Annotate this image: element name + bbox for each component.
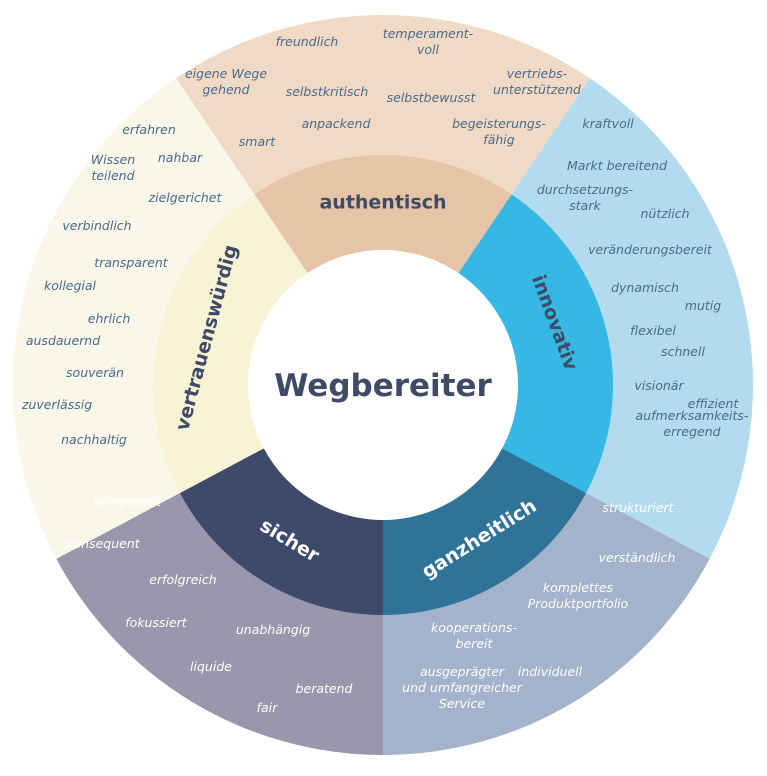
keyword: strukturiert — [603, 500, 675, 515]
keyword: liquide — [190, 659, 232, 674]
center-hub: Wegbereiter — [248, 250, 518, 520]
keyword: ehrlich — [88, 311, 131, 326]
keyword: schnell — [661, 344, 705, 359]
keyword: kraftvoll — [582, 116, 634, 131]
keyword: souverän — [66, 365, 124, 380]
keyword: kompetent — [93, 494, 162, 509]
keyword: fair — [257, 700, 279, 715]
segment-label-0: authentisch — [319, 192, 446, 214]
center-circle — [248, 250, 518, 520]
keyword: ausdauernd — [26, 333, 100, 348]
keyword: unabhängig — [236, 622, 310, 637]
keyword: freundlich — [276, 34, 339, 49]
keyword: erfolgreich — [149, 572, 216, 587]
keyword: begeisterungs-fähig — [452, 116, 546, 147]
keyword: mutig — [685, 298, 721, 313]
keyword: individuell — [518, 664, 583, 679]
keyword: verständlich — [599, 550, 676, 565]
keyword: nützlich — [640, 206, 689, 221]
keyword: effizient — [688, 396, 740, 411]
keyword: beratend — [296, 681, 353, 696]
keyword: vertriebs-unterstützend — [493, 66, 581, 97]
keywords-3: kompetent konsequent erfolgreich fokussiert… — [66, 494, 352, 715]
notch-arrow-3 — [352, 507, 383, 534]
keyword: nachhaltig — [61, 432, 127, 447]
keyword: smart — [239, 134, 276, 149]
keyword: kooperations-bereit — [431, 620, 517, 651]
keyword: dynamisch — [611, 280, 679, 295]
keyword: temperament-voll — [383, 26, 474, 57]
keyword: zuverlässig — [21, 397, 92, 412]
keyword: kollegial — [44, 278, 97, 293]
keyword: Markt bereitend — [567, 158, 667, 173]
keyword: visionär — [634, 378, 684, 393]
keyword: verbindlich — [62, 218, 131, 233]
keyword: aufmerksamkeits-erregend — [636, 408, 749, 439]
keyword: flexibel — [630, 323, 676, 338]
keyword: selbstkritisch — [286, 84, 369, 99]
keyword: nahbar — [158, 150, 203, 165]
keyword: konsequent — [66, 536, 140, 551]
keyword: selbstbewusst — [387, 90, 477, 105]
keyword: zielgerichet — [148, 190, 223, 205]
keyword: veränderungsbereit — [588, 242, 713, 257]
keyword: transparent — [94, 255, 168, 270]
center-title: Wegbereiter — [274, 368, 492, 404]
keyword: durchsetzungs-stark — [537, 182, 634, 213]
keyword: anpackend — [302, 116, 371, 131]
keyword: erfahren — [122, 122, 176, 137]
keyword: fokussiert — [125, 615, 188, 630]
